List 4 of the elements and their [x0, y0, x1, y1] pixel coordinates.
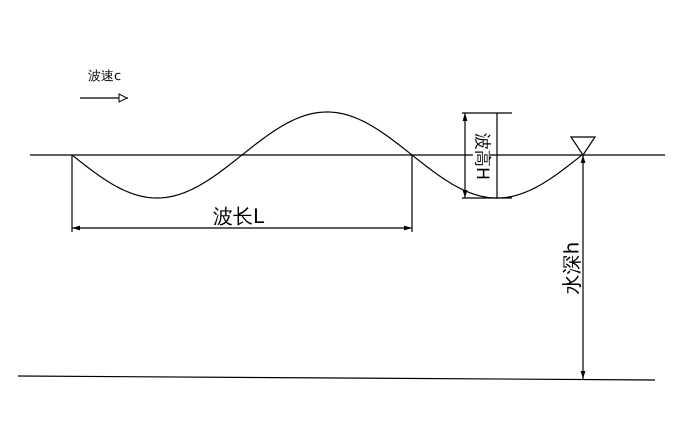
- speed-label: 波速c: [88, 70, 122, 83]
- dimension-label: 波高H: [472, 132, 490, 180]
- dimension-label: 水深h: [560, 242, 581, 294]
- dimension-label: 波长L: [213, 206, 264, 226]
